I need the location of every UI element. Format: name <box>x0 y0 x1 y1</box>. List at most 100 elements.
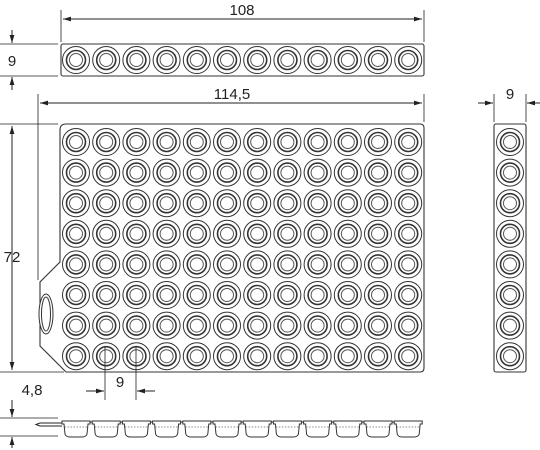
plate-well <box>122 128 151 156</box>
profile-tube <box>212 420 242 438</box>
plate-well <box>62 342 90 371</box>
plate-well <box>182 311 211 340</box>
plate-well <box>62 189 90 218</box>
profile-tube <box>393 420 423 438</box>
plate-well <box>213 250 241 279</box>
top-strip-view <box>60 43 425 77</box>
plate-top-view <box>38 123 425 373</box>
profile-tube <box>242 420 272 438</box>
label-strip-length: 108 <box>229 2 254 19</box>
plate-well <box>333 250 362 279</box>
plate-well <box>364 219 392 248</box>
plate-well <box>394 158 423 187</box>
profile-tube <box>272 420 302 438</box>
profile-tube <box>363 420 393 438</box>
top-strip-wells <box>62 46 423 74</box>
plate-well <box>62 219 90 248</box>
plate-well <box>62 311 90 340</box>
side-column-view <box>493 123 527 373</box>
strip-well <box>122 46 151 74</box>
plate-well <box>333 158 362 187</box>
plate-well <box>333 311 362 340</box>
plate-well <box>243 219 272 248</box>
plate-well <box>122 311 151 340</box>
plate-well <box>303 250 332 279</box>
plate-well <box>364 281 392 309</box>
plate-well <box>182 128 211 156</box>
side-column-outline <box>493 123 527 373</box>
plate-well <box>152 311 181 340</box>
plate-well <box>273 342 302 371</box>
plate-well <box>273 281 302 309</box>
column-well <box>496 311 524 340</box>
label-profile-height: 4,8 <box>22 382 43 399</box>
strip-well <box>92 46 121 74</box>
dimension-plate-width: 114,5 <box>37 86 425 280</box>
plate-well <box>243 250 272 279</box>
label-well-pitch: 9 <box>116 374 124 391</box>
profile-tube <box>182 420 212 438</box>
plate-well <box>182 281 211 309</box>
label-plate-width: 114,5 <box>214 86 250 103</box>
plate-well <box>394 311 423 340</box>
plate-well <box>243 342 272 371</box>
plate-well <box>243 128 272 156</box>
plate-well <box>394 281 423 309</box>
plate-well <box>364 250 392 279</box>
profile-tube <box>303 420 333 438</box>
label-column-width: 9 <box>506 86 514 103</box>
plate-well <box>182 250 211 279</box>
plate-well <box>92 281 121 309</box>
plate-well <box>333 281 362 309</box>
plate-well <box>152 342 181 371</box>
label-plate-height: 72 <box>4 249 21 266</box>
top-strip-outline <box>60 43 425 77</box>
plate-well <box>213 342 241 371</box>
plate-well <box>273 189 302 218</box>
plate-well <box>62 281 90 309</box>
plate-well <box>152 281 181 309</box>
strip-well <box>273 46 302 74</box>
plate-well <box>92 219 121 248</box>
plate-well <box>122 189 151 218</box>
plate-well <box>243 158 272 187</box>
strip-well <box>333 46 362 74</box>
column-well <box>496 342 524 371</box>
plate-well <box>364 128 392 156</box>
plate-well <box>273 128 302 156</box>
plate-well <box>273 158 302 187</box>
plate-well <box>394 128 423 156</box>
plate-well <box>333 189 362 218</box>
plate-well <box>364 189 392 218</box>
plate-well <box>152 250 181 279</box>
dimension-well-pitch: 9 <box>86 346 155 400</box>
plate-well <box>92 250 121 279</box>
plate-well <box>213 158 241 187</box>
plate-well <box>213 281 241 309</box>
plate-wells <box>62 128 423 371</box>
profile-wells <box>61 420 423 438</box>
plate-well <box>182 189 211 218</box>
plate-well <box>364 311 392 340</box>
plate-well <box>243 281 272 309</box>
plate-well <box>92 189 121 218</box>
plate-well <box>122 158 151 187</box>
plate-well <box>273 219 302 248</box>
profile-tube <box>61 420 91 438</box>
plate-well <box>122 219 151 248</box>
column-well <box>496 189 524 218</box>
plate-well <box>303 189 332 218</box>
plate-well <box>243 189 272 218</box>
strip-well <box>182 46 211 74</box>
dimension-plate-height: 72 <box>0 123 64 373</box>
side-column-wells <box>496 128 524 371</box>
plate-well <box>92 342 121 371</box>
plate-well <box>62 158 90 187</box>
plate-well <box>364 158 392 187</box>
column-well <box>496 128 524 156</box>
plate-well <box>92 128 121 156</box>
column-well <box>496 158 524 187</box>
plate-well <box>152 189 181 218</box>
plate-well <box>333 128 362 156</box>
profile-tube <box>91 420 121 438</box>
